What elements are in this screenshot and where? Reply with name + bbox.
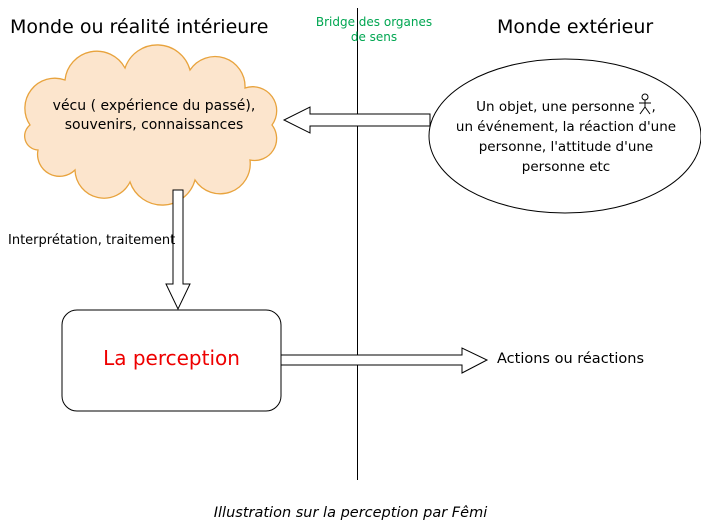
bridge-label-line1: Bridge des organes [315, 15, 433, 29]
arrow-perception-to-actions [280, 347, 489, 374]
memory-cloud-line2: souvenirs, connaissances [64, 117, 244, 133]
perception-label: La perception [103, 346, 240, 370]
interpretation-label: Interprétation, traitement [8, 233, 176, 248]
stick-figure-icon [638, 93, 651, 115]
memory-cloud-line1: vécu ( expérience du passé), [52, 98, 256, 114]
bridge-label: Bridge des organes de sens [308, 15, 440, 45]
memory-cloud-shape [23, 44, 278, 206]
caption: Illustration sur la perception par Fêmi [213, 505, 488, 521]
outer-world-line4: personne etc [521, 159, 611, 175]
outer-world-title: Monde extérieur [497, 16, 654, 38]
actions-label: Actions ou réactions [497, 351, 644, 367]
outer-world-line1-comma: , [651, 99, 656, 115]
outer-world-ellipse [428, 58, 701, 214]
outer-world-line1: Un objet, une personne , [437, 93, 695, 117]
outer-world-line1-text: Un objet, une personne [476, 99, 635, 115]
outer-world-text: Un objet, une personne , un événement, l… [437, 93, 695, 177]
inner-world-title: Monde ou réalité intérieure [10, 16, 269, 38]
bridge-label-line2: de sens [350, 30, 398, 44]
outer-world-line3: personne, l'attitude d'une [478, 139, 654, 155]
arrow-ellipse-to-cloud [282, 106, 431, 134]
arrow-cloud-to-perception [165, 189, 191, 311]
outer-world-line2: un événement, la réaction d'une [455, 119, 677, 135]
memory-cloud-text: vécu ( expérience du passé), souvenirs, … [28, 97, 280, 135]
